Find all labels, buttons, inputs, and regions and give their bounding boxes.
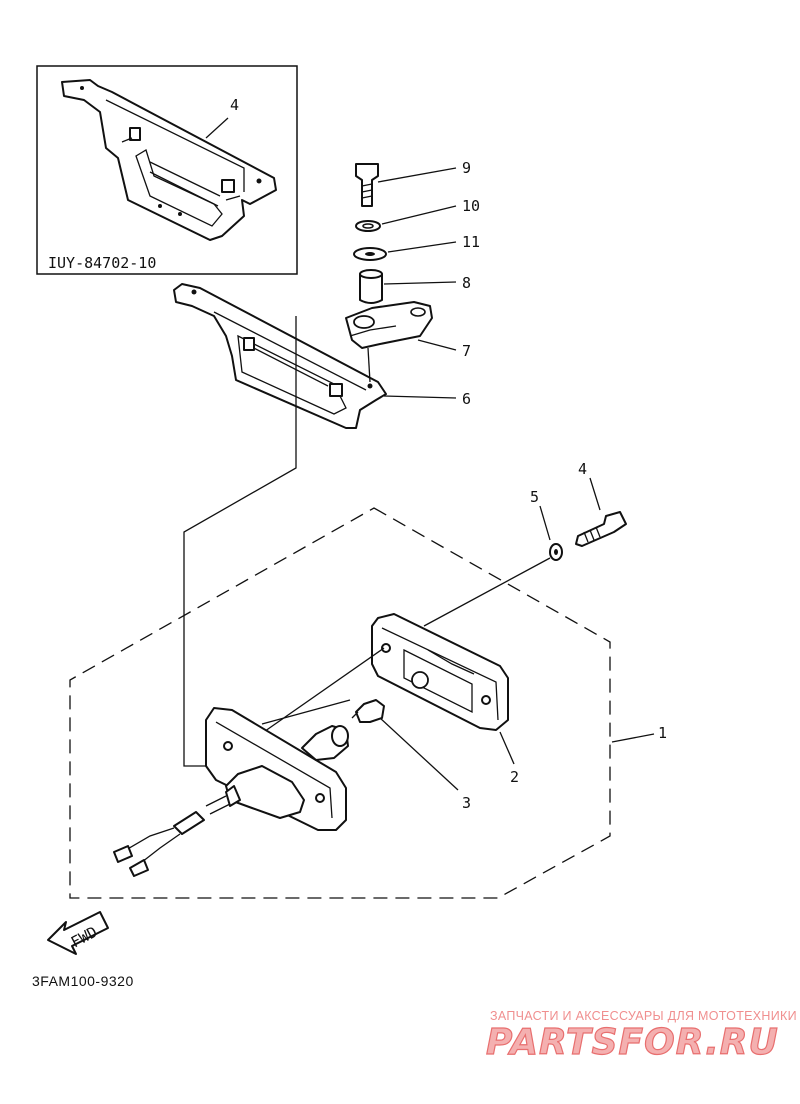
watermark: ЗАПЧАСТИ И АКСЕССУАРЫ ДЛЯ МОТОТЕХНИКИ PA… [485, 1009, 797, 1064]
lock-washer-part-10 [355, 220, 381, 232]
callout-3: 3 [462, 794, 471, 812]
flat-washer-part-11 [353, 247, 387, 261]
assembly-boundary [69, 507, 611, 899]
watermark-tagline: ЗАПЧАСТИ И АКСЕССУАРЫ ДЛЯ МОТОТЕХНИКИ [490, 1009, 797, 1023]
inset-callout-4: 4 [230, 96, 239, 114]
forward-arrow-icon: FWD [47, 911, 109, 955]
callout-9: 9 [462, 159, 471, 177]
bracket-part-6 [173, 283, 387, 429]
collar-part-8 [359, 269, 383, 304]
assembly-guide-line [183, 316, 297, 767]
bulb-part-3 [351, 699, 385, 723]
callout-1: 1 [658, 724, 667, 742]
diagram-code: 3FAM100-9320 [32, 973, 134, 989]
watermark-logo: PARTSFOR.RU [486, 1022, 779, 1063]
lens-part-2 [371, 613, 509, 731]
wire-harness [113, 785, 241, 877]
callout-2: 2 [510, 768, 519, 786]
callout-10: 10 [462, 197, 480, 215]
washer-part-5 [549, 543, 563, 561]
bolt-part-9 [355, 163, 379, 207]
stay-part-7 [345, 301, 433, 383]
callout-6: 6 [462, 390, 471, 408]
callout-7: 7 [462, 342, 471, 360]
inset-box: 4 IUY-84702-10 [36, 65, 298, 275]
inset-part-code: IUY-84702-10 [48, 254, 156, 272]
callout-4: 4 [578, 460, 587, 478]
callout-11: 11 [462, 233, 480, 251]
callout-8: 8 [462, 274, 471, 292]
callout-5: 5 [530, 488, 539, 506]
screw-part-4 [575, 511, 627, 547]
socket-housing [205, 707, 349, 831]
inset-bracket-illustration [61, 79, 277, 241]
